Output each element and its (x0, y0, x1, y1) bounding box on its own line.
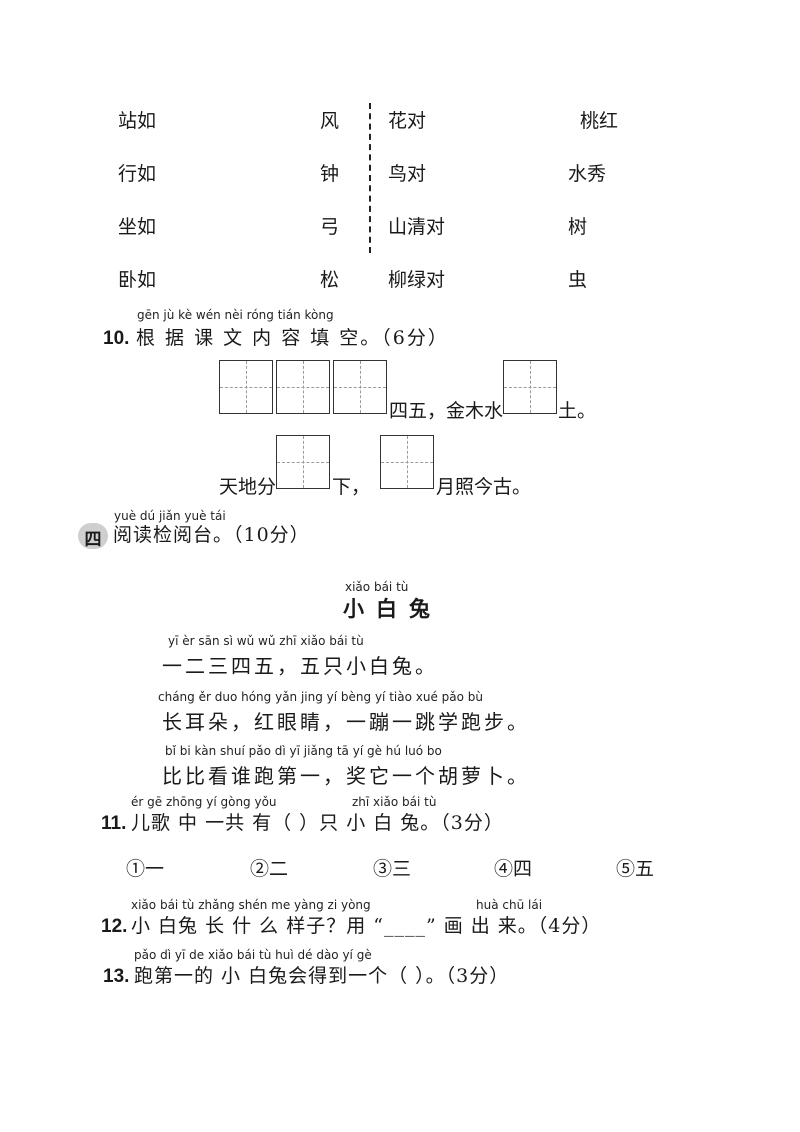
q13-pinyin: pǎo dì yī de xiǎo bái tù huì dé dào yí g… (134, 948, 372, 962)
option-4[interactable]: ④四 (494, 858, 533, 880)
q10-pinyin: gēn jù kè wén nèi róng tián kòng (137, 308, 334, 322)
fill-box[interactable] (503, 360, 557, 414)
fill-box[interactable] (333, 360, 387, 414)
poem-line-pinyin: cháng ěr duo hóng yǎn jing yí bèng yí ti… (158, 690, 484, 704)
pair-left-b: 钟 (320, 163, 340, 185)
pair-left-b: 松 (320, 269, 340, 291)
pair-left-a: 卧如 (118, 269, 157, 291)
pair-right-a: 山清对 (388, 216, 446, 238)
q11-pinyin-a: ér gē zhōng yí gòng yǒu (131, 795, 277, 809)
pair-left-a: 站如 (118, 110, 157, 132)
poem-line-pinyin: bǐ bi kàn shuí pǎo dì yī jiǎng tā yí gè … (165, 744, 442, 758)
q12-pinyin-b: huà chū lái (476, 898, 543, 912)
pair-right-a: 鸟对 (388, 163, 427, 185)
q12-prompt: 小 白兔 长 什 么 样子？用 “____” 画 出 来。（4分） (131, 915, 602, 937)
q10-line2-start: 天地分 (219, 476, 277, 498)
section-badge: 四 (78, 523, 108, 550)
poem-line: 比比看谁跑第一，奖它一个胡萝卜。 (162, 764, 530, 788)
pair-right-b: 树 (568, 216, 588, 238)
option-2[interactable]: ②二 (250, 858, 289, 880)
pair-right-b: 水秀 (568, 163, 607, 185)
q10-number: 10. (103, 328, 130, 349)
section4-title: 阅读检阅台。（10分） (113, 524, 310, 546)
option-5[interactable]: ⑤五 (616, 858, 655, 880)
poem-line: 一二三四五，五只小白兔。 (162, 654, 438, 678)
pair-left-a: 坐如 (118, 216, 157, 238)
poem-title: 小白兔 (343, 597, 442, 621)
pair-right-b: 桃红 (580, 110, 619, 132)
q11-prompt: 儿歌 中 一共 有（ ）只 小 白 兔。（3分） (131, 812, 504, 834)
q13-prompt: 跑第一的 小 白兔会得到一个（ ）。（3分） (134, 965, 510, 987)
poem-title-pinyin: xiǎo bái tù (345, 580, 409, 594)
pair-right-b: 虫 (568, 269, 588, 291)
q10-line1-end: 土。 (558, 400, 597, 422)
q10-line2-mid: 下， (332, 476, 371, 498)
dashed-divider (369, 103, 371, 253)
q13-number: 13. (103, 966, 130, 987)
poem-line-pinyin: yī èr sān sì wǔ wǔ zhī xiǎo bái tù (168, 634, 364, 648)
section4-pinyin: yuè dú jiǎn yuè tái (114, 509, 226, 523)
fill-box[interactable] (276, 360, 330, 414)
section-badge-label: 四 (84, 530, 102, 550)
pair-left-b: 风 (320, 110, 340, 132)
pair-left-a: 行如 (118, 163, 157, 185)
poem-line: 长耳朵，红眼睛，一蹦一跳学跑步。 (162, 710, 530, 734)
pair-right-a: 花对 (388, 110, 427, 132)
q11-pinyin-b: zhī xiǎo bái tù (352, 795, 437, 809)
option-3[interactable]: ③三 (373, 858, 412, 880)
fill-box[interactable] (219, 360, 273, 414)
q11-number: 11. (101, 813, 127, 834)
q10-line1-text: 四五，金木水 (389, 400, 504, 422)
pair-right-a: 柳绿对 (388, 269, 446, 291)
option-1[interactable]: ①一 (126, 858, 165, 880)
q12-pinyin-a: xiǎo bái tù zhǎng shén me yàng zi yòng (131, 898, 371, 912)
fill-box[interactable] (380, 435, 434, 489)
q10-line2-end: 月照今古。 (436, 476, 532, 498)
fill-box[interactable] (276, 435, 330, 489)
q10-prompt: 根 据 课 文 内 容 填 空。（6分） (136, 327, 449, 349)
q12-number: 12. (101, 916, 128, 937)
pair-left-b: 弓 (320, 216, 340, 238)
